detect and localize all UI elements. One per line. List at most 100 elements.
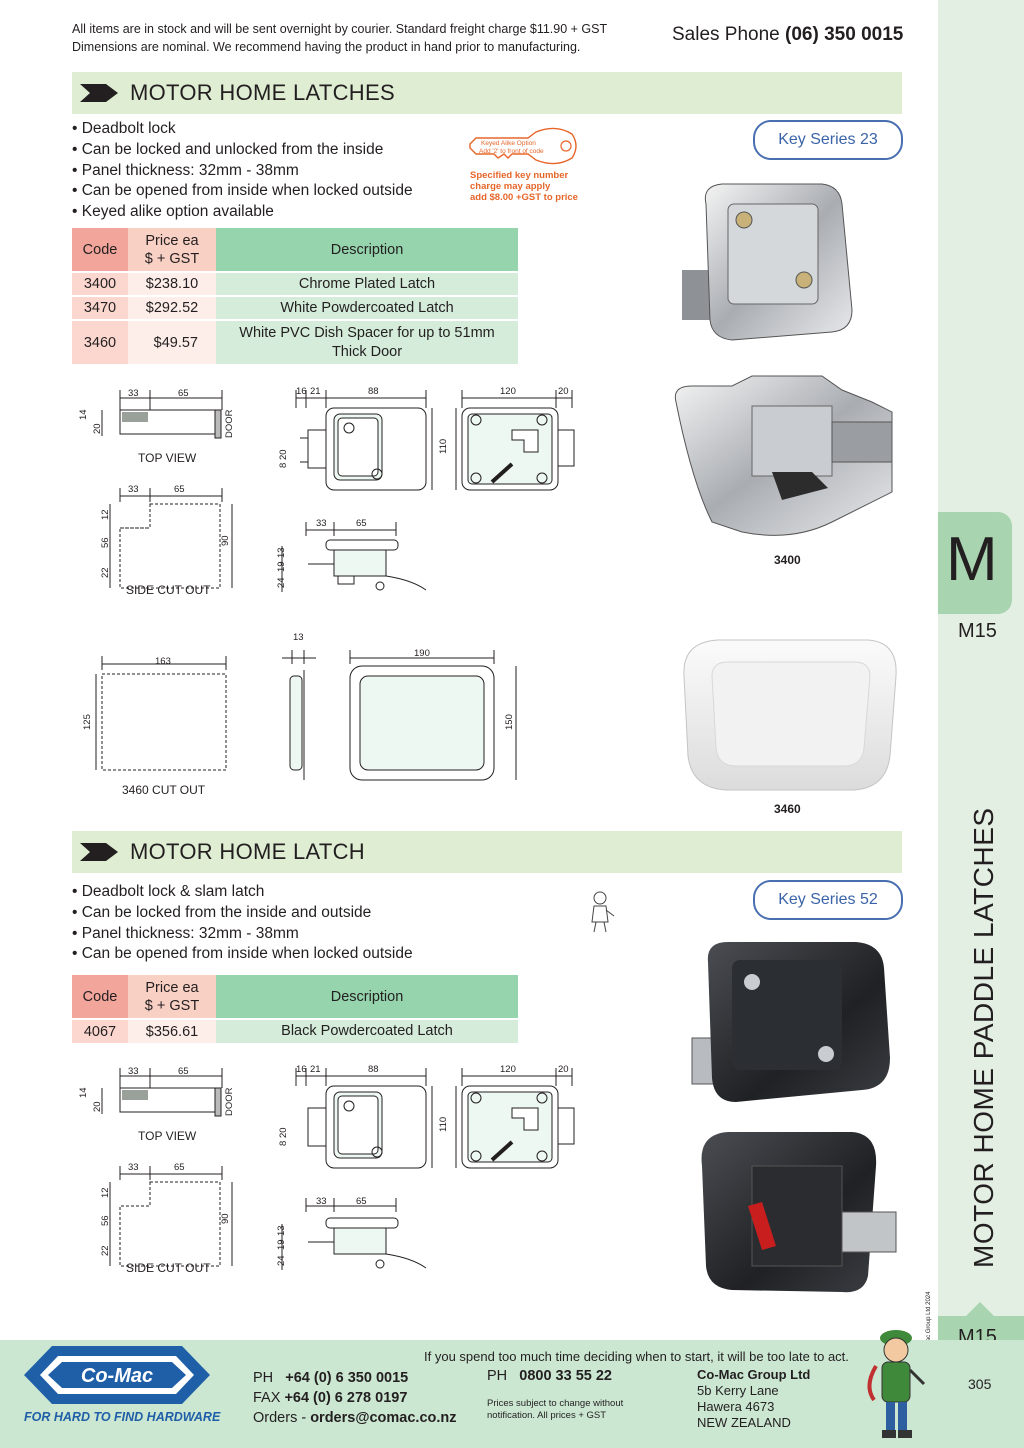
dim-90: 90 — [220, 1213, 231, 1224]
disclaimer-line-2: notification. All prices + GST — [487, 1410, 607, 1421]
side-strip — [938, 0, 1024, 1340]
dim-20: 20 — [92, 423, 103, 434]
dim-65: 65 — [178, 1066, 189, 1077]
cell-code: 3400 — [72, 271, 128, 296]
cell-description: Chrome Plated Latch — [216, 271, 518, 296]
side-cut-out-label: SIDE CUT OUT — [126, 1261, 211, 1275]
section-1-header: MOTOR HOME LATCHES — [72, 72, 902, 114]
column-header-price: Price ea$ + GST — [128, 228, 216, 272]
dim-8: 8 — [278, 1141, 289, 1146]
dim-12: 12 — [100, 509, 111, 520]
cell-price: $356.61 — [128, 1018, 216, 1043]
dim-24: 24 — [276, 1255, 287, 1266]
key-tag-line-2: Add '2' to front of code — [479, 148, 544, 155]
top-view-label: TOP VIEW — [138, 451, 197, 465]
sales-label: Sales Phone — [672, 24, 780, 45]
ph2-number[interactable]: 0800 33 55 22 — [519, 1368, 612, 1384]
technical-drawings-2: 33 65 14 20 DOOR TOP VIEW 16 21 88 20 8 … — [78, 1064, 575, 1275]
fax-number[interactable]: +64 (0) 6 278 0197 — [284, 1390, 408, 1406]
section-2-bullets: Deadbolt lock & slam latch Can be locked… — [72, 882, 413, 965]
3460-cut-out-label: 3460 CUT OUT — [122, 783, 206, 797]
front-view-drawing — [295, 1068, 433, 1169]
dim-16: 16 — [296, 1064, 307, 1075]
dim-150: 150 — [504, 714, 515, 730]
key-note-line: Specified key number — [470, 170, 569, 181]
dim-13: 13 — [276, 1225, 287, 1236]
side-profile-drawing — [281, 522, 427, 592]
freephone: PH 0800 33 55 22 — [487, 1368, 612, 1384]
key-tag-line-1: Keyed Alike Option — [481, 140, 536, 147]
ph2-label: PH — [487, 1368, 508, 1384]
section-letter-tab — [938, 512, 1012, 614]
dim-13: 13 — [276, 547, 287, 558]
back-view-drawing — [455, 390, 575, 491]
ph-number[interactable]: +64 (0) 6 350 0015 — [285, 1370, 409, 1386]
back-view-drawing — [455, 1068, 575, 1169]
side-cutout-drawing — [109, 488, 233, 589]
dim-8: 8 — [278, 463, 289, 468]
key-note: Specified key number charge may apply ad… — [470, 170, 578, 203]
side-profile-drawing — [281, 1198, 427, 1270]
key-note-line: charge may apply — [470, 181, 551, 192]
dim-24: 24 — [276, 577, 287, 588]
cell-code: 3460 — [72, 319, 128, 364]
comac-logo[interactable]: Co-Mac — [22, 1342, 212, 1408]
table-row: 3400 $238.10 Chrome Plated Latch — [72, 271, 518, 296]
bullet: Keyed alike option available — [72, 202, 413, 223]
column-header-code: Code — [72, 975, 128, 1019]
dim-65: 65 — [356, 518, 367, 529]
logo-text: Co-Mac — [81, 1365, 153, 1387]
bullet: Can be locked and unlocked from the insi… — [72, 140, 413, 161]
dim-20: 20 — [278, 449, 289, 460]
dim-22: 22 — [100, 567, 111, 578]
table-row: 4067 $356.61 Black Powdercoated Latch — [72, 1018, 518, 1043]
bullet: Deadbolt lock & slam latch — [72, 882, 413, 903]
dim-88: 88 — [368, 1064, 379, 1075]
orders-label: Orders - — [253, 1410, 307, 1426]
price-header-line-2: $ + GST — [144, 997, 200, 1014]
cell-code: 4067 — [72, 1018, 128, 1043]
column-header-price: Price ea$ + GST — [128, 975, 216, 1019]
dim-163: 163 — [155, 656, 171, 667]
cell-description: Black Powdercoated Latch — [216, 1018, 518, 1043]
dim-13: 13 — [293, 632, 304, 643]
tagline: FOR HARD TO FIND HARDWARE — [24, 1410, 221, 1424]
top-view-drawing — [101, 390, 223, 439]
dim-16: 16 — [296, 386, 307, 397]
top-view-label: TOP VIEW — [138, 1129, 197, 1143]
section-2-header: MOTOR HOME LATCH — [72, 831, 902, 873]
table-header-row: Code Price ea$ + GST Description — [72, 975, 518, 1019]
side-cutout-drawing — [109, 1166, 233, 1267]
price-table-1: Code Price ea$ + GST Description 3400 $2… — [72, 228, 518, 364]
photo-caption-3400: 3400 — [774, 553, 801, 567]
dim-65: 65 — [174, 1162, 185, 1173]
address-line: NEW ZEALAND — [697, 1415, 791, 1430]
sales-phone: Sales Phone (06) 350 0015 — [672, 24, 903, 46]
key-icon: Keyed Alike Option Add '2' to front of c… — [469, 127, 577, 165]
page-number: 305 — [968, 1376, 992, 1392]
address-line: 5b Kerry Lane — [697, 1383, 779, 1398]
3460-cutout-drawing — [95, 656, 227, 771]
dim-20: 20 — [278, 1127, 289, 1138]
black-latch-photo-2 — [701, 1132, 897, 1293]
dim-19: 19 — [276, 561, 287, 572]
dim-90: 90 — [220, 535, 231, 546]
spacer-side-drawing — [282, 650, 316, 780]
section-letter: M — [946, 525, 998, 594]
vertical-section-title: MOTOR HOME PADDLE LATCHES — [968, 807, 999, 1268]
dim-125: 125 — [82, 714, 93, 730]
bullet: Can be opened from inside when locked ou… — [72, 181, 413, 202]
table-header-row: Code Price ea$ + GST Description — [72, 228, 518, 272]
fax-label: FAX — [253, 1390, 281, 1406]
dim-110: 110 — [438, 1117, 449, 1132]
section-1-bullets: Deadbolt lock Can be locked and unlocked… — [72, 119, 413, 223]
ph-label: PH — [253, 1370, 274, 1386]
orders-email[interactable]: orders@comac.co.nz — [310, 1410, 457, 1426]
dim-22: 22 — [100, 1245, 111, 1256]
dim-190: 190 — [414, 648, 430, 659]
arrow-icon — [80, 843, 118, 861]
section-code-top: M15 — [958, 620, 997, 642]
sales-number[interactable]: (06) 350 0015 — [785, 24, 904, 45]
column-header-description: Description — [216, 975, 518, 1019]
dim-21: 21 — [310, 1064, 321, 1075]
